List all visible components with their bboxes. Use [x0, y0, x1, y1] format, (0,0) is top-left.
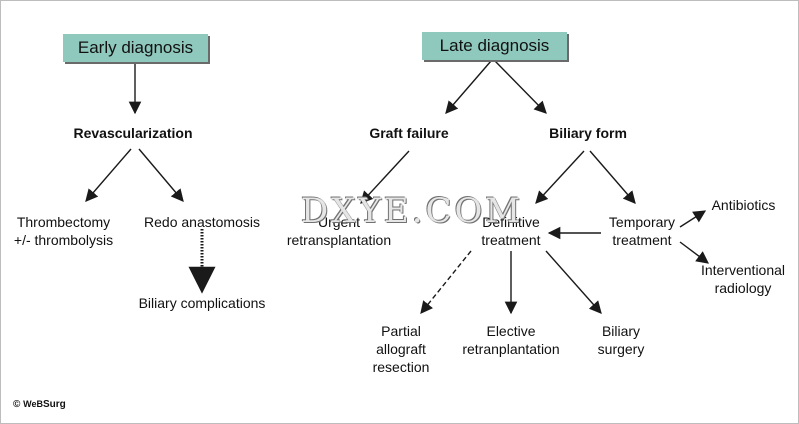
revascularization-label: Revascularization — [73, 125, 193, 141]
partial-allograft-resection-label: Partial allograft resection — [372, 323, 430, 375]
elective-retranplantation-label: Elective retranplantation — [462, 323, 560, 357]
biliary-surgery-label: Biliary surgery — [597, 323, 645, 357]
thrombectomy-label: Thrombectomy +/- thrombolysis — [13, 214, 114, 248]
copyright-symbol: © — [13, 399, 21, 410]
websurg-logo: WeBSurg — [23, 399, 66, 410]
edge-graft-failure-urgent — [360, 150, 410, 204]
edge-late-biliary-form — [494, 60, 547, 114]
edge-temporary-antibiotics — [679, 210, 707, 228]
urgent-retransplantation-label: Urgent retransplantation — [286, 214, 392, 248]
interventional-radiology-label: Interventional radiology — [700, 262, 786, 296]
definitive-treatment-label: Definitive treatment — [481, 214, 541, 248]
biliary-form-label: Biliary form — [549, 125, 627, 141]
edge-temporary-interventional — [679, 241, 710, 264]
edge-late-graft-failure — [445, 60, 492, 114]
temporary-treatment-label: Temporary treatment — [608, 214, 676, 248]
edge-definitive-biliary-surgery — [545, 250, 602, 314]
antibiotics-label: Antibiotics — [711, 197, 776, 213]
graft-failure-label: Graft failure — [369, 125, 449, 141]
edge-revascularization-thrombectomy — [85, 148, 132, 202]
watermark: DXYE.COM — [301, 191, 524, 231]
copyright-notice: © WeBSurg — [13, 399, 66, 410]
redo-anastomosis-label: Redo anastomosis — [144, 214, 260, 230]
early-diagnosis-box: Early diagnosis — [63, 34, 208, 62]
edge-biliary-form-definitive — [535, 150, 585, 204]
edge-biliary-form-temporary — [589, 150, 636, 204]
biliary-complications-label: Biliary complications — [138, 295, 266, 311]
edge-definitive-partial — [420, 250, 472, 314]
late-diagnosis-box: Late diagnosis — [422, 32, 567, 60]
edge-revascularization-redo — [138, 148, 184, 202]
